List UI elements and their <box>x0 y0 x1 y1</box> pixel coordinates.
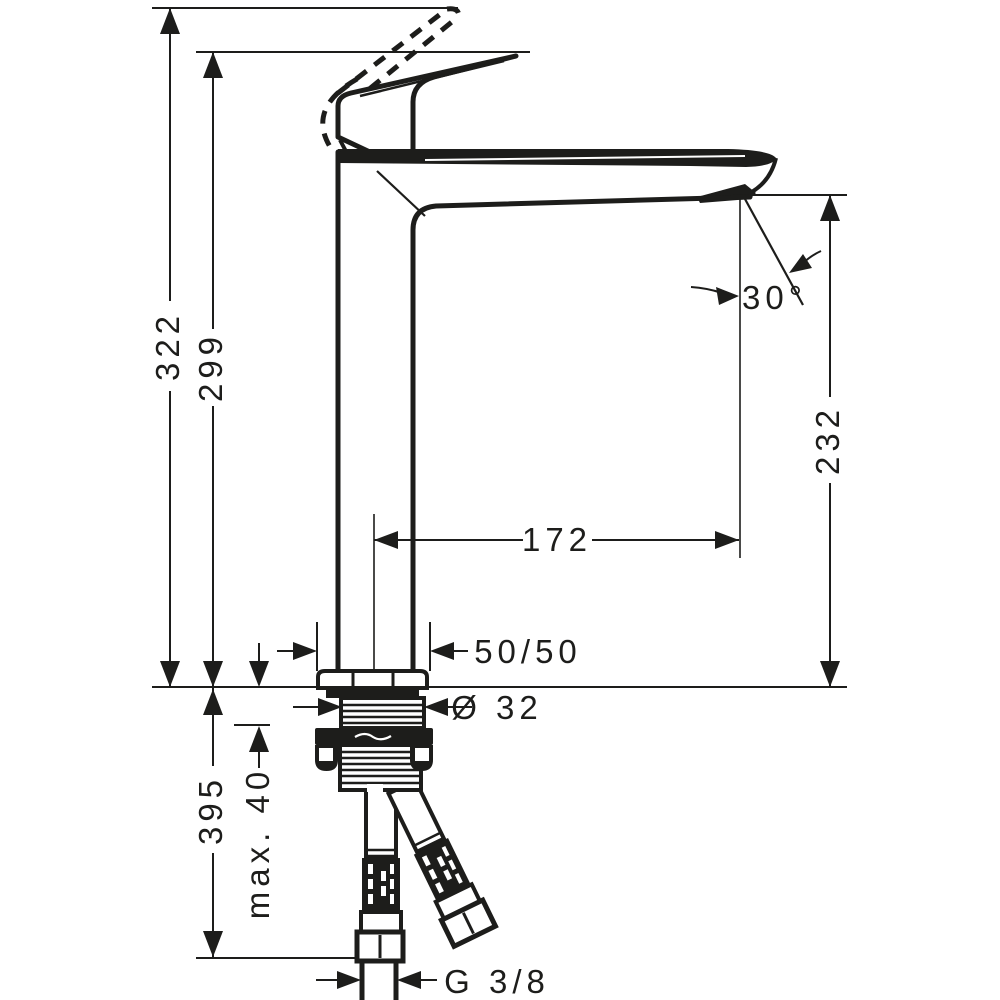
dimension-label-max-thickness: max. 40 <box>239 767 276 919</box>
dimension-label-spout-reach: 172 <box>522 521 592 558</box>
arrow-30deg-right <box>789 254 812 273</box>
dimension-max-thickness: max. 40 <box>239 643 276 919</box>
arrow-up-232 <box>820 195 840 221</box>
hose-fitting-collar <box>359 910 403 934</box>
arrow-up-322 <box>160 8 180 34</box>
angled-reference-30deg <box>744 198 804 306</box>
supply-hose-angled <box>385 777 499 950</box>
supply-hose-straight <box>354 784 406 1000</box>
arrow-down-max40 <box>249 661 269 687</box>
dimension-overall-height: 322 <box>149 8 186 687</box>
arrow-left-o32 <box>424 698 448 716</box>
lower-section-notch <box>367 784 383 792</box>
hose-connector-stub <box>359 958 399 1000</box>
dimension-outlet-angle: 30° <box>690 250 822 316</box>
dimension-label-hose-length: 395 <box>192 775 229 845</box>
dimension-hole-diameter: Ø 32 <box>293 689 543 726</box>
arrow-up-395 <box>203 689 223 715</box>
dimension-label-hole-diameter: Ø 32 <box>451 689 543 726</box>
handle-raised-dashed-outline <box>320 6 462 152</box>
arrow-right-172 <box>715 531 739 549</box>
hose-fitting-nut-facet <box>462 912 475 935</box>
arrow-left-5050 <box>430 642 454 660</box>
base-flange-segments <box>351 671 395 687</box>
reference-lines <box>152 7 847 959</box>
hose-tube <box>364 784 398 860</box>
lower-thread-lines <box>342 750 419 785</box>
arrow-down-299 <box>203 661 223 687</box>
mounting-nut-tab-left-hole <box>319 748 333 761</box>
arrow-right-o32 <box>318 698 342 716</box>
faucet-spout-underside <box>410 194 753 674</box>
faucet-spout-top-highlight <box>424 155 746 161</box>
base-flange <box>316 669 429 690</box>
dimension-label-overall-height: 322 <box>149 311 186 381</box>
arrow-right-g38 <box>337 971 361 989</box>
arrow-down-232 <box>820 661 840 687</box>
arrow-up-299 <box>203 52 223 78</box>
shank-thread-lines <box>343 703 422 725</box>
dimension-label-outlet-height: 232 <box>809 405 846 475</box>
arrow-30deg-left <box>716 287 739 305</box>
mounting-nut-tab-right-hole <box>415 748 429 761</box>
dimension-spout-reach: 172 <box>374 521 739 558</box>
faucet-outline <box>335 53 778 674</box>
dimension-height-to-spout: 299 <box>192 52 229 687</box>
dimension-label-outlet-angle: 30° <box>742 279 807 316</box>
arrow-down-322 <box>160 661 180 687</box>
hose-braid <box>413 837 471 902</box>
faucet-body-detail-line <box>376 170 426 217</box>
dimension-label-height-to-spout: 299 <box>192 332 229 402</box>
dimension-base-offset: 50/50 <box>277 633 582 670</box>
dimension-label-connection-thread: G 3/8 <box>444 963 550 1000</box>
faucet-handle-inner-line <box>359 59 505 98</box>
mounting-hardware <box>315 669 433 792</box>
arrow-up-max40 <box>249 726 269 752</box>
dimension-hose-length: 395 <box>192 687 229 958</box>
flange-gasket <box>326 687 419 698</box>
hose-braid <box>362 858 400 912</box>
hose-braid-texture <box>421 846 463 894</box>
arrow-down-395 <box>203 931 223 957</box>
dimension-label-base-offset: 50/50 <box>474 633 582 670</box>
dashed-handle-tip-arc <box>446 6 462 22</box>
mounting-nut-band-highlight <box>354 732 392 741</box>
arrow-right-5050 <box>293 642 317 660</box>
arrow-left-172 <box>374 531 398 549</box>
dimension-connection-thread: G 3/8 <box>316 963 550 1000</box>
hose-braid-texture <box>368 864 394 904</box>
dimension-outlet-height: 232 <box>809 195 846 687</box>
arrow-left-g38 <box>397 971 421 989</box>
hose-collar-rings <box>413 831 445 853</box>
dashed-handle-back-arc <box>320 76 359 152</box>
hose-collar-rings <box>366 848 396 858</box>
